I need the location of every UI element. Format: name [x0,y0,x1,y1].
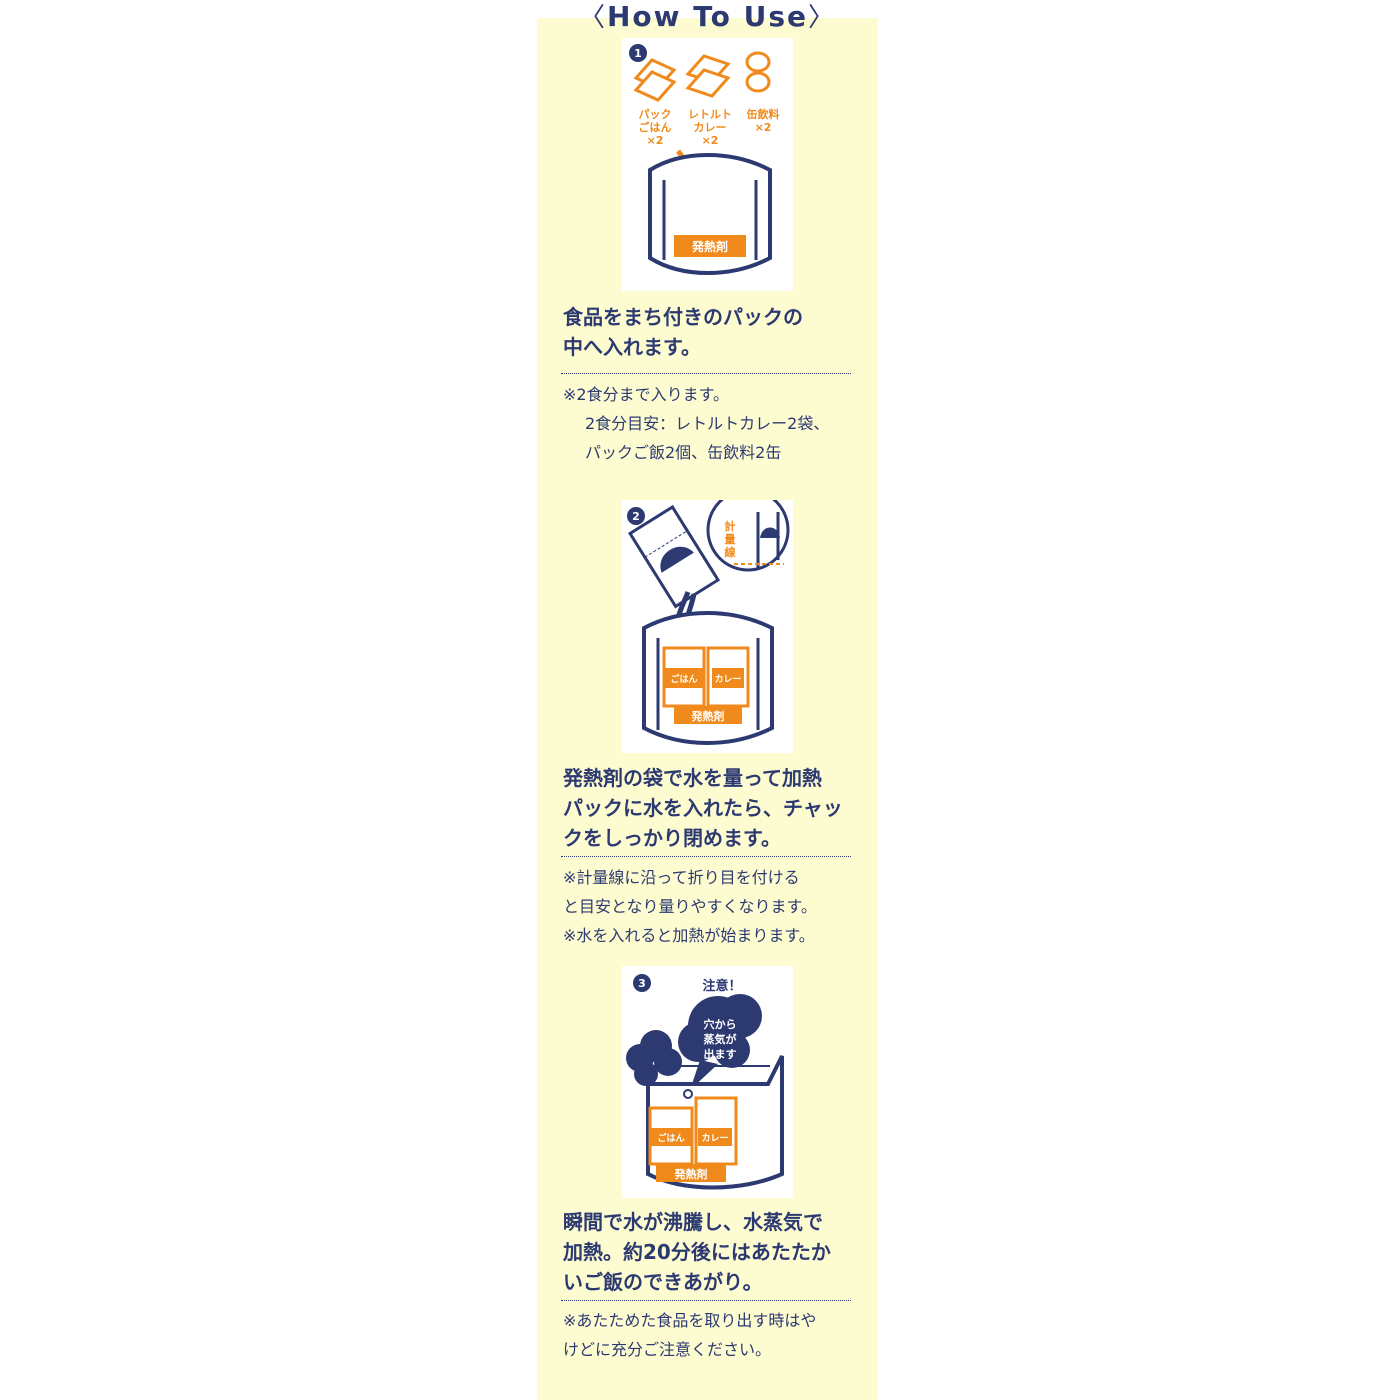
step3-number: 3 [638,977,646,990]
step3-illustration: 3 注意！ 穴から 蒸気が 出ます ごはん カレー 発熱剤 [622,966,793,1198]
curry-label: カレー [714,674,741,685]
step1-main-text: 食品をまち付きのパックの 中へ入れます。 [563,302,863,362]
heater-label-badge [674,235,746,257]
heater-label: 発熱剤 [691,709,725,723]
divider [561,856,851,857]
speech-cloud-icon [678,994,762,1090]
rice-pack-icon [633,58,677,102]
item-label: レトルト [688,108,732,121]
rice-label-band [664,668,704,688]
item-label: パック [639,108,672,121]
step3-main-text: 瞬間で水が沸騰し、水蒸気で 加熱。約20分後にはあたたか いご飯のできあがり。 [563,1207,863,1297]
note-line: けどに充分ご注意ください。 [563,1340,772,1359]
curry-label-band [698,1128,732,1146]
can-drink-icon [745,51,771,93]
pack-gusset-lines [662,180,758,260]
zoom-water-icon [760,527,780,538]
text-line: 瞬間で水が沸騰し、水蒸気で [563,1210,823,1234]
step3-note: ※あたためた食品を取り出す時はや けどに充分ご注意ください。 [563,1306,863,1364]
steam-hole-icon [683,1089,693,1099]
measure-label: 計 [725,519,736,533]
divider [561,373,851,374]
text-line: パックに水を入れたら、チャッ [563,796,843,820]
item-label: カレー [694,121,727,134]
measure-label: 線 [725,545,736,559]
curry-label-band [712,668,744,688]
step2-number-badge [627,507,645,525]
text-line: 加熱。約20分後にはあたたか [563,1240,831,1264]
text-line: 中へ入れます。 [563,335,701,359]
item-label: 缶飲料 [747,107,780,121]
item-label: ごはん [639,120,672,134]
curry-label: カレー [701,1133,728,1144]
heater-label: 発熱剤 [674,1167,708,1181]
steam-cloud-icon [626,1030,682,1086]
step1-note: ※2食分まで入ります。 2食分目安：レトルトカレー2袋、 パックご飯2個、缶飲料… [563,380,863,467]
title-right-bracket: 〉 [808,3,837,33]
note-line: と目安となり量りやすくなります。 [563,897,817,916]
heater-bag-icon [627,504,721,609]
note-line: ※2食分まで入ります。 [563,385,729,404]
item-label: ×2 [702,134,719,147]
step2-note: ※計量線に沿って折り目を付ける と目安となり量りやすくなります。 ※水を入れると… [563,863,863,950]
title-text: How To Use [606,0,809,33]
steam-label: 出ます [704,1047,737,1061]
step1-number-badge [629,44,647,62]
caution-label: 注意！ [702,978,741,994]
zoom-circle-icon [706,500,790,572]
heater-label: 発熱剤 [691,239,728,254]
steam-label: 穴から [704,1017,737,1031]
step2-number: 2 [632,510,640,523]
step2-illustration: 2 計 量 線 ごはん カレー 発熱剤 [622,500,793,753]
rice-label-band [650,1128,692,1146]
curry-pouch-icon [685,54,731,98]
measure-label: 量 [725,533,736,546]
text-line: いご飯のできあがり。 [563,1270,763,1294]
heater-label-badge [656,1164,726,1182]
step1-illustration: 1 パック ごはん ×2 レトルト カレー ×2 缶飲料 ×2 [622,38,793,291]
step3-number-badge [633,974,651,992]
note-line: ※水を入れると加熱が始まります。 [563,926,815,945]
steam-label: 蒸気が [704,1032,737,1046]
page-title: 〈How To Use〉 [537,0,878,36]
note-line: 2食分目安：レトルトカレー2袋、 [585,414,830,433]
item-label: ×2 [647,134,664,147]
text-line: 発熱剤の袋で水を量って加熱 [563,766,822,790]
divider [561,1300,851,1301]
heater-label-badge [674,706,742,724]
title-left-bracket: 〈 [578,3,607,33]
text-line: 食品をまち付きのパックの [563,305,803,329]
note-line: ※あたためた食品を取り出す時はや [563,1311,817,1330]
step2-main-text: 発熱剤の袋で水を量って加熱 パックに水を入れたら、チャッ クをしっかり閉めます。 [563,763,863,853]
rice-label: ごはん [670,673,697,685]
pack-gusset-lines [656,638,760,730]
step1-number: 1 [634,47,642,60]
note-line: パックご飯2個、缶飲料2缶 [585,443,782,462]
item-label: ×2 [755,121,772,134]
note-line: ※計量線に沿って折り目を付ける [563,868,800,887]
rice-label: ごはん [657,1132,684,1144]
text-line: クをしっかり閉めます。 [563,826,781,850]
